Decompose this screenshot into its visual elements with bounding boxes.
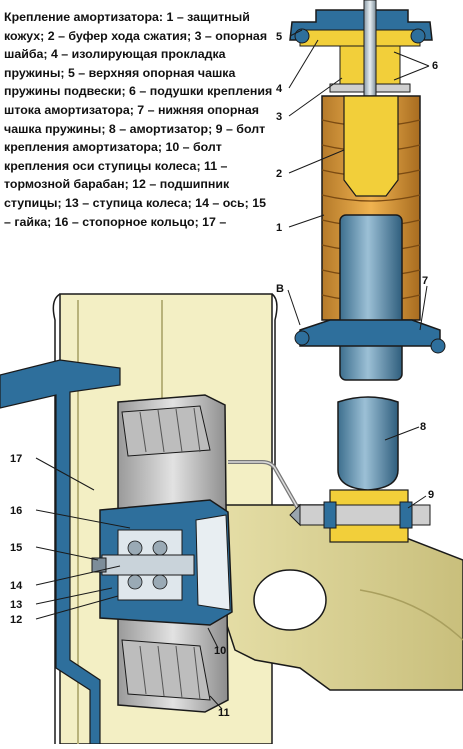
upper-mount xyxy=(289,9,433,93)
lower-spring-seat xyxy=(294,319,446,354)
callout-14: 14 xyxy=(10,580,23,592)
shock-body-upper xyxy=(339,214,403,381)
callout-2: 2 xyxy=(276,168,282,180)
callout-8: 8 xyxy=(420,421,426,433)
callout-5: 5 xyxy=(276,31,282,43)
leader-lines xyxy=(35,29,430,710)
callout-b: B xyxy=(276,283,284,295)
figure-caption: Крепление амортизатора: 1 – защитный кож… xyxy=(4,10,273,229)
callout-17: 17 xyxy=(10,453,22,465)
callout-13: 13 xyxy=(10,599,22,611)
callout-1: 1 xyxy=(276,222,282,234)
bump-stop xyxy=(343,95,399,197)
callout-7: 7 xyxy=(422,275,428,287)
callout-6: 6 xyxy=(432,60,438,72)
callout-11: 11 xyxy=(218,707,230,719)
callout-4: 4 xyxy=(276,83,283,95)
shock-absorber-lower xyxy=(337,396,399,491)
callout-10: 10 xyxy=(214,645,226,657)
lower-mount-bolt xyxy=(289,489,431,543)
callout-15: 15 xyxy=(10,542,22,554)
callout-12: 12 xyxy=(10,614,22,626)
callout-16: 16 xyxy=(10,505,22,517)
hub-assembly xyxy=(91,499,233,626)
suspension-arm xyxy=(209,504,463,691)
callout-9: 9 xyxy=(428,489,434,501)
callouts: 5 4 3 2 1 6 7 B 8 9 17 16 15 14 13 12 10… xyxy=(10,31,438,719)
callout-3: 3 xyxy=(276,111,282,123)
